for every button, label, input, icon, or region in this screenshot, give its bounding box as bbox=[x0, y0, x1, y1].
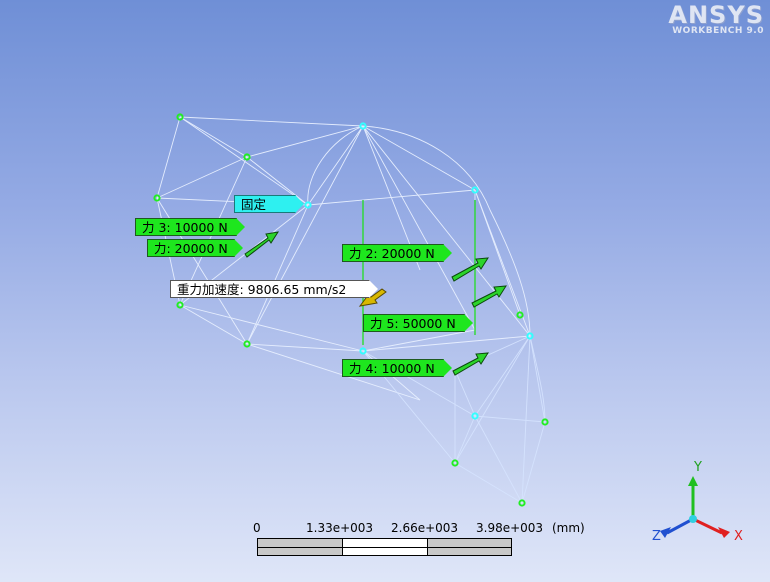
logo-sub-text: WORKBENCH 9.0 bbox=[672, 26, 764, 36]
axis-z-label: Z bbox=[652, 529, 661, 544]
triad-graphic bbox=[660, 476, 730, 538]
force4-text: 力 4: 10000 N bbox=[349, 361, 435, 376]
ansys-logo: ANSYS WORKBENCH 9.0 bbox=[668, 2, 764, 36]
node bbox=[243, 153, 251, 161]
node bbox=[471, 186, 479, 194]
gravity-text: 重力加速度: 9806.65 mm/s2 bbox=[177, 282, 347, 297]
force5-text: 力 5: 50000 N bbox=[370, 316, 456, 331]
logo-main-text: ANSYS bbox=[668, 1, 764, 29]
node bbox=[243, 340, 251, 348]
force-arrow-5 bbox=[471, 285, 507, 308]
force3-text: 力 3: 10000 N bbox=[142, 220, 228, 235]
axis-x-label: X bbox=[734, 529, 743, 544]
node bbox=[359, 347, 367, 355]
force3-label[interactable]: 力 3: 10000 N bbox=[135, 218, 245, 236]
node bbox=[176, 113, 184, 121]
force1-text: 力: 20000 N bbox=[154, 241, 228, 256]
node bbox=[541, 418, 549, 426]
fixed-support-label[interactable]: 固定 bbox=[234, 195, 304, 213]
node bbox=[153, 194, 161, 202]
force-arrow-1 bbox=[244, 231, 280, 258]
fixed-support-text: 固定 bbox=[241, 197, 267, 212]
force-arrow-2 bbox=[451, 257, 489, 282]
node bbox=[471, 412, 479, 420]
node bbox=[526, 332, 534, 340]
force-arrow-4 bbox=[452, 352, 489, 376]
node bbox=[304, 201, 312, 209]
node bbox=[518, 499, 526, 507]
force4-label[interactable]: 力 4: 10000 N bbox=[342, 359, 452, 377]
node bbox=[516, 311, 524, 319]
force1-label[interactable]: 力: 20000 N bbox=[147, 239, 243, 257]
force5-label[interactable]: 力 5: 50000 N bbox=[363, 314, 473, 332]
scale-unit: (mm) bbox=[552, 521, 585, 535]
force2-label[interactable]: 力 2: 20000 N bbox=[342, 244, 452, 262]
scale-tick-3: 3.98e+003 bbox=[476, 521, 544, 535]
scale-tick-0: 0 bbox=[253, 521, 261, 535]
force2-text: 力 2: 20000 N bbox=[349, 246, 435, 261]
node bbox=[451, 459, 459, 467]
node bbox=[176, 301, 184, 309]
node bbox=[359, 122, 367, 130]
scale-midline bbox=[257, 547, 512, 548]
scale-tick-1: 1.33e+003 bbox=[306, 521, 374, 535]
gravity-label[interactable]: 重力加速度: 9806.65 mm/s2 bbox=[170, 280, 378, 298]
axis-y-label: Y bbox=[694, 460, 702, 475]
scale-tick-2: 2.66e+003 bbox=[391, 521, 459, 535]
